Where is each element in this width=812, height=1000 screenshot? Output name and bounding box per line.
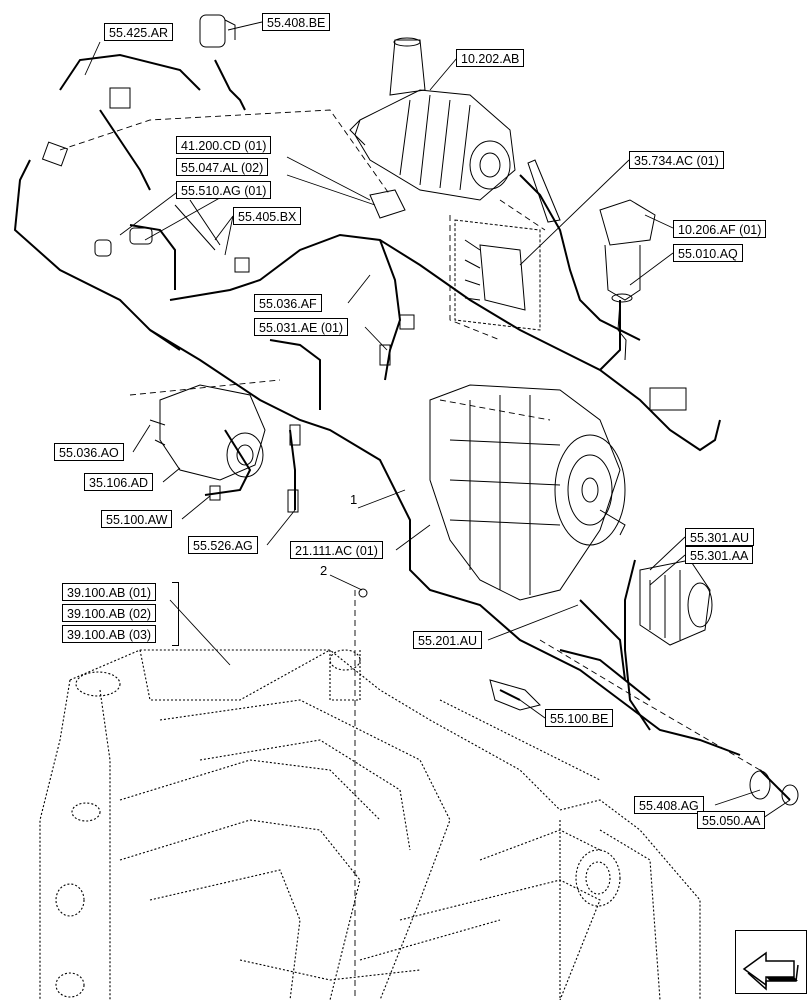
- callout-label: 39.100.AB (01): [62, 583, 157, 601]
- callout-label: 35.734.AC (01): [629, 151, 724, 169]
- callout-label: 55.036.AF: [254, 294, 322, 312]
- callout-label: 55.408.AG: [634, 796, 704, 814]
- pump-component: [149, 384, 266, 481]
- label-group-bracket: [172, 582, 179, 646]
- callout-label: 35.106.AD: [84, 473, 154, 491]
- chassis-frame: [39, 649, 701, 1000]
- item-number: 2: [320, 563, 328, 578]
- callout-leaders: [84, 21, 791, 821]
- next-page-button[interactable]: [735, 930, 807, 994]
- callout-label: 55.510.AG (01): [176, 181, 272, 199]
- next-page-arrow-icon: [742, 951, 799, 991]
- callout-label: 55.047.AL (02): [176, 158, 269, 176]
- callout-label: 55.408.BE: [262, 13, 331, 31]
- callout-label: 55.050.AA: [697, 811, 766, 829]
- transmission-component: [429, 384, 626, 601]
- filter-component: [599, 199, 656, 361]
- callout-label: 55.010.AQ: [673, 244, 743, 262]
- callout-label: 55.100.BE: [545, 709, 614, 727]
- alternator-component: [639, 559, 713, 646]
- connectors: [41, 14, 799, 806]
- callout-label: 10.206.AF (01): [673, 220, 767, 238]
- callout-label: 55.100.AW: [101, 510, 173, 528]
- item-number: 1: [350, 492, 358, 507]
- callout-label: 55.301.AA: [685, 546, 754, 564]
- callout-label: 39.100.AB (03): [62, 625, 157, 643]
- control-module: [454, 219, 541, 331]
- callout-label: 55.526.AG: [188, 536, 258, 554]
- callout-label: 39.100.AB (02): [62, 604, 157, 622]
- callout-label: 41.200.CD (01): [176, 136, 272, 154]
- callout-label: 10.202.AB: [456, 49, 525, 67]
- callout-label: 55.201.AU: [413, 631, 483, 649]
- dashed-leaders: [59, 109, 761, 1000]
- callout-label: 55.405.BX: [233, 207, 302, 225]
- callout-label: 55.425.AR: [104, 23, 174, 41]
- callout-label: 55.301.AU: [685, 528, 755, 546]
- callout-label: 55.036.AO: [54, 443, 124, 461]
- engine-component: [349, 37, 516, 201]
- callout-label: 55.031.AE (01): [254, 318, 349, 336]
- callout-label: 21.111.AC (01): [290, 541, 383, 559]
